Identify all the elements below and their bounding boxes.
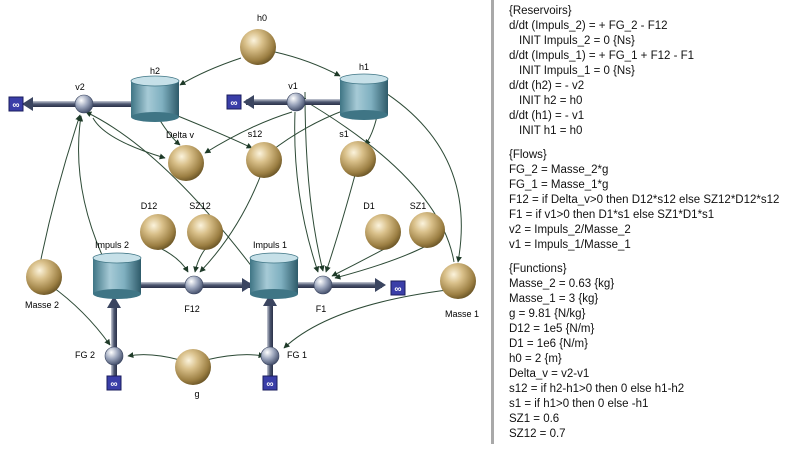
valve-v1[interactable] <box>286 92 306 112</box>
functions-section: {Functions} Masse_2 = 0.63 {kg} Masse_1 = … <box>509 262 799 442</box>
equation-line: v2 = Impuls_2/Masse_2 <box>509 224 631 236</box>
equation-line: d/dt (h2) = - v2 <box>509 80 585 92</box>
label-fg1: FG 1 <box>287 350 307 360</box>
stock-h1[interactable] <box>339 73 389 120</box>
equation-line: v1 = Impuls_1/Masse_1 <box>509 239 631 251</box>
equation-line: FG_2 = Masse_2*g <box>509 164 609 176</box>
aux-h0[interactable] <box>240 29 276 65</box>
equation-line: Delta_v = v2-v1 <box>509 368 590 380</box>
sink-box-left: ∞ <box>8 96 24 112</box>
equation-line: Masse_2 = 0.63 {kg} <box>509 278 615 290</box>
label-h1: h1 <box>359 62 369 72</box>
system-dynamics-diagram: ∞ ∞ ∞ ∞ ∞ <box>8 13 479 399</box>
aux-masse2[interactable] <box>26 259 62 295</box>
aux-delta-v[interactable] <box>168 145 204 181</box>
equation-line: d/dt (h1) = - v1 <box>509 110 585 122</box>
stock-h2[interactable] <box>130 75 180 122</box>
aux-g[interactable] <box>175 349 211 385</box>
valve-fg1[interactable] <box>260 346 280 366</box>
label-d1: D1 <box>363 201 375 211</box>
source-box-fg2: ∞ <box>106 375 122 391</box>
equation-line: INIT h2 = h0 <box>519 95 583 107</box>
label-d12: D12 <box>141 201 158 211</box>
valve-f12[interactable] <box>184 275 204 295</box>
svg-text:∞: ∞ <box>266 379 273 390</box>
aux-d1[interactable] <box>365 214 401 250</box>
equation-line: FG_1 = Masse_1*g <box>509 179 609 191</box>
label-fg2: FG 2 <box>75 350 95 360</box>
equation-line: SZ1 = 0.6 <box>509 413 560 425</box>
label-v2: v2 <box>75 82 85 92</box>
stock-impuls2[interactable] <box>92 252 142 299</box>
label-f12: F12 <box>184 304 200 314</box>
equation-line: D1 = 1e6 {N/m} <box>509 338 588 350</box>
svg-text:∞: ∞ <box>12 100 19 111</box>
sink-box-v1: ∞ <box>226 94 242 110</box>
label-sz1: SZ1 <box>410 201 427 211</box>
aux-s12[interactable] <box>246 142 282 178</box>
label-s1: s1 <box>339 129 349 139</box>
equation-line: F12 = if Delta_v>0 then D12*s12 else SZ1… <box>509 194 780 206</box>
equation-line: {Reservoirs} <box>509 5 572 17</box>
equation-line: d/dt (Impuls_2) = + FG_2 - F12 <box>509 20 668 32</box>
equation-line: g = 9.81 {N/kg} <box>509 308 586 320</box>
equation-line: s1 = if h1>0 then 0 else -h1 <box>509 398 649 410</box>
svg-text:∞: ∞ <box>394 284 401 295</box>
equation-line: Masse_1 = 3 {kg} <box>509 293 599 305</box>
source-box-fg1: ∞ <box>262 375 278 391</box>
panel-divider[interactable] <box>491 0 494 444</box>
svg-text:∞: ∞ <box>110 379 117 390</box>
label-masse1: Masse 1 <box>445 309 479 319</box>
label-sz12: SZ12 <box>189 201 211 211</box>
label-h2: h2 <box>150 66 160 76</box>
label-v1: v1 <box>288 81 298 91</box>
aux-d12[interactable] <box>140 214 176 250</box>
label-impuls2: Impuls 2 <box>95 240 129 250</box>
equation-line: {Flows} <box>509 149 547 161</box>
equation-line: D12 = 1e5 {N/m} <box>509 323 595 335</box>
aux-masse1[interactable] <box>440 263 476 299</box>
label-impuls1: Impuls 1 <box>253 240 287 250</box>
equation-line: s12 = if h2-h1>0 then 0 else h1-h2 <box>509 383 685 395</box>
sink-box-f1: ∞ <box>390 280 406 296</box>
equation-line: {Functions} <box>509 263 567 275</box>
equation-line: F1 = if v1>0 then D1*s1 else SZ1*D1*s1 <box>509 209 715 221</box>
equation-line: INIT Impuls_1 = 0 {Ns} <box>519 65 635 77</box>
svg-text:∞: ∞ <box>230 98 237 109</box>
label-g: g <box>194 389 199 399</box>
equation-line: d/dt (Impuls_1) = + FG_1 + F12 - F1 <box>509 50 695 62</box>
equation-line: INIT h1 = h0 <box>519 125 583 137</box>
valve-fg2[interactable] <box>104 346 124 366</box>
equation-line: INIT Impuls_2 = 0 {Ns} <box>519 35 635 47</box>
equation-line: SZ12 = 0.7 <box>509 428 566 440</box>
equation-line: h0 = 2 {m} <box>509 353 562 365</box>
aux-sz1[interactable] <box>409 212 445 248</box>
aux-sz12[interactable] <box>187 214 223 250</box>
valve-v2[interactable] <box>74 94 94 114</box>
aux-s1[interactable] <box>340 141 376 177</box>
stock-impuls1[interactable] <box>249 252 299 299</box>
label-h0: h0 <box>257 13 267 23</box>
label-s12: s12 <box>248 129 263 139</box>
equations-panel: {Reservoirs} d/dt (Impuls_2) = + FG_2 - F… <box>509 4 799 451</box>
reservoirs-section: {Reservoirs} d/dt (Impuls_2) = + FG_2 - F… <box>509 4 799 139</box>
label-delta-v: Delta v <box>166 130 195 140</box>
label-masse2: Masse 2 <box>25 300 59 310</box>
valve-f1[interactable] <box>313 275 333 295</box>
label-f1: F1 <box>316 304 327 314</box>
